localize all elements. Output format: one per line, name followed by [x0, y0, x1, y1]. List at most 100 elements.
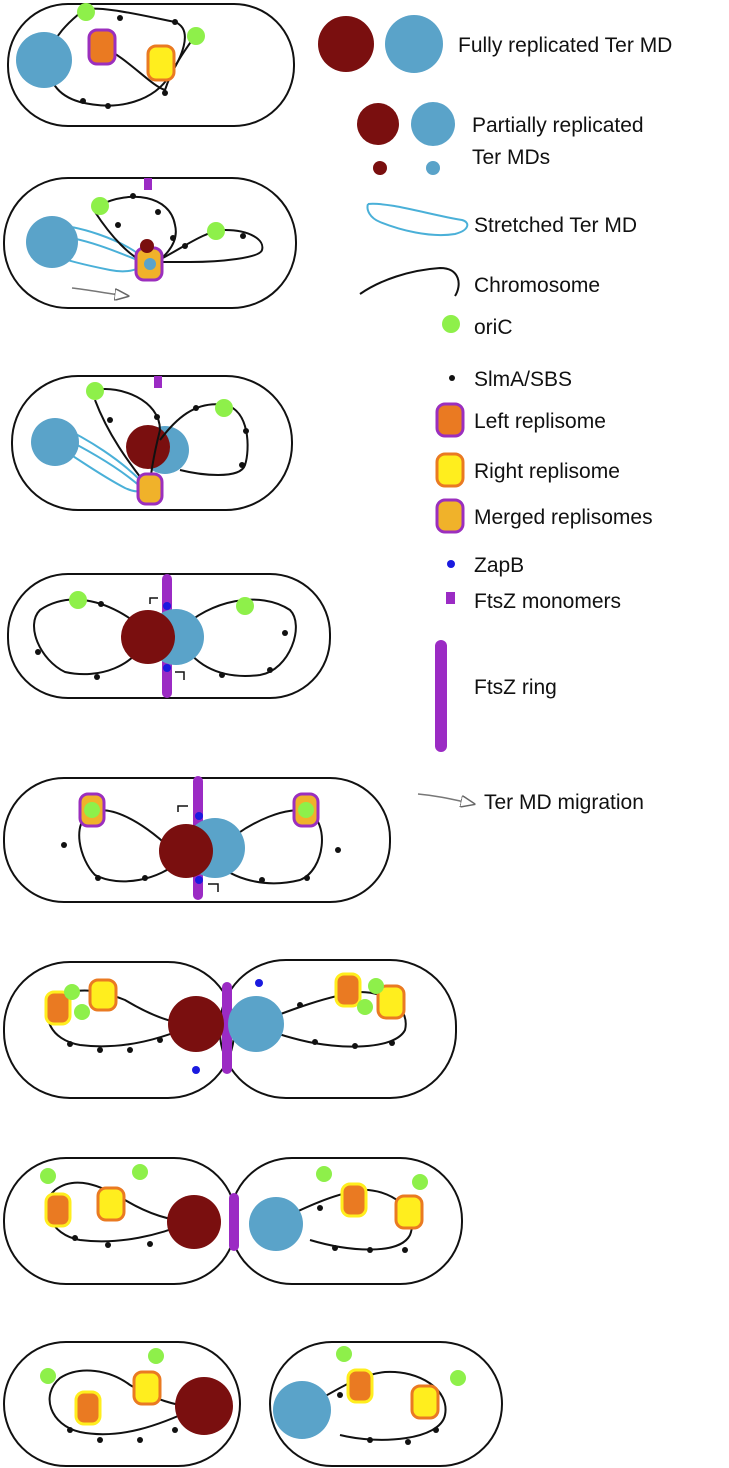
slma-sbs — [97, 1047, 103, 1053]
left-replisome — [346, 1368, 374, 1404]
slma-sbs — [80, 98, 86, 104]
zapb-link — [208, 883, 219, 892]
legend-partially-line2: Ter MDs — [472, 146, 550, 169]
panel-8-cells — [3, 1341, 503, 1467]
legend-left-replisome-icon — [435, 402, 465, 438]
slma-sbs — [243, 428, 249, 434]
left-replisome — [44, 1192, 72, 1228]
panel-7-cells — [3, 1157, 463, 1285]
left-replisome — [87, 28, 117, 66]
oric — [236, 597, 254, 615]
slma-sbs — [107, 417, 113, 423]
oric — [207, 222, 225, 240]
slma-sbs — [332, 1245, 338, 1251]
legend-zapb-icon — [447, 560, 455, 568]
ftsz-monomer — [144, 178, 152, 190]
ter-md-light — [31, 418, 79, 466]
ftsz-ring — [222, 982, 232, 1074]
right-replisome — [88, 978, 118, 1012]
legend-ter-dark-small — [373, 161, 387, 175]
legend-ftsz-ring: FtsZ ring — [474, 676, 557, 699]
slma-sbs — [335, 847, 341, 853]
ter-md-dark — [175, 1377, 233, 1435]
legend-right-replisome: Right replisome — [474, 460, 620, 483]
cell-outline — [11, 375, 293, 511]
left-replisome — [44, 990, 72, 1026]
slma-sbs — [367, 1247, 373, 1253]
oric — [336, 1346, 352, 1362]
legend-right-replisome-icon — [435, 452, 465, 488]
ter-md-dark — [168, 996, 224, 1052]
chromosome-loop — [154, 228, 264, 263]
ter-md-light — [273, 1381, 331, 1439]
left-replisome — [340, 1182, 368, 1218]
legend-ter-light-medium — [411, 102, 455, 146]
zapb-link — [177, 805, 188, 812]
right-replisome — [146, 44, 176, 82]
chromosome-loop — [179, 598, 297, 677]
cell-outline — [269, 1341, 503, 1467]
oric — [148, 1348, 164, 1364]
slma-sbs — [337, 1392, 343, 1398]
ter-md-light — [228, 996, 284, 1052]
ter-md-light — [249, 1197, 303, 1251]
slma-sbs — [72, 1235, 78, 1241]
legend-oric-icon — [442, 315, 460, 333]
legend-slma-icon — [449, 375, 455, 381]
chromosome-loop — [78, 809, 181, 883]
slma-sbs — [405, 1439, 411, 1445]
slma-sbs — [127, 1047, 133, 1053]
legend-merged-replisomes: Merged replisomes — [474, 506, 653, 529]
zapb — [163, 664, 171, 672]
oric — [215, 399, 233, 417]
slma-sbs — [240, 233, 246, 239]
chromosome-loop — [99, 34, 196, 92]
oric — [77, 3, 95, 21]
chromosome-loop — [94, 388, 162, 493]
ter-md-light — [16, 32, 72, 88]
slma-sbs — [117, 15, 123, 21]
oric — [69, 591, 87, 609]
ter-md-dark — [167, 1195, 221, 1249]
oric — [74, 1004, 90, 1020]
cell-outline — [7, 573, 331, 699]
slma-sbs — [367, 1437, 373, 1443]
zapb — [192, 1066, 200, 1074]
chromosome-loop — [48, 1369, 197, 1436]
oric — [187, 27, 205, 45]
migration-arrow — [71, 287, 128, 296]
oric — [84, 802, 100, 818]
zapb-link — [149, 597, 158, 604]
chromosome-loop — [94, 195, 177, 267]
oric — [298, 802, 314, 818]
zapb — [163, 602, 171, 610]
cell-outline — [7, 3, 295, 127]
legend-ftsz-monomer-icon — [446, 592, 455, 604]
slma-sbs — [157, 1037, 163, 1043]
oric — [132, 1164, 148, 1180]
legend-ftsz-ring-icon — [435, 640, 447, 752]
slma-sbs — [61, 842, 67, 848]
legend-slma: SlmA/SBS — [474, 368, 572, 391]
legend-migration-arrow — [417, 793, 474, 804]
slma-sbs — [142, 875, 148, 881]
slma-sbs — [105, 103, 111, 109]
oric — [40, 1168, 56, 1184]
legend-left-replisome: Left replisome — [474, 410, 606, 433]
slma-sbs — [389, 1040, 395, 1046]
oric — [357, 999, 373, 1015]
slma-sbs — [35, 649, 41, 655]
slma-sbs — [297, 1002, 303, 1008]
oric — [91, 197, 109, 215]
panel-5-cell — [3, 776, 391, 903]
oric — [368, 978, 384, 994]
legend-ter-light-small — [426, 161, 440, 175]
cell-outline — [3, 1341, 241, 1467]
slma-sbs — [267, 667, 273, 673]
slma-sbs — [130, 193, 136, 199]
slma-sbs — [95, 875, 101, 881]
ter-md-light — [26, 216, 78, 268]
right-replisome — [410, 1384, 440, 1420]
merged-replisomes — [136, 472, 164, 506]
